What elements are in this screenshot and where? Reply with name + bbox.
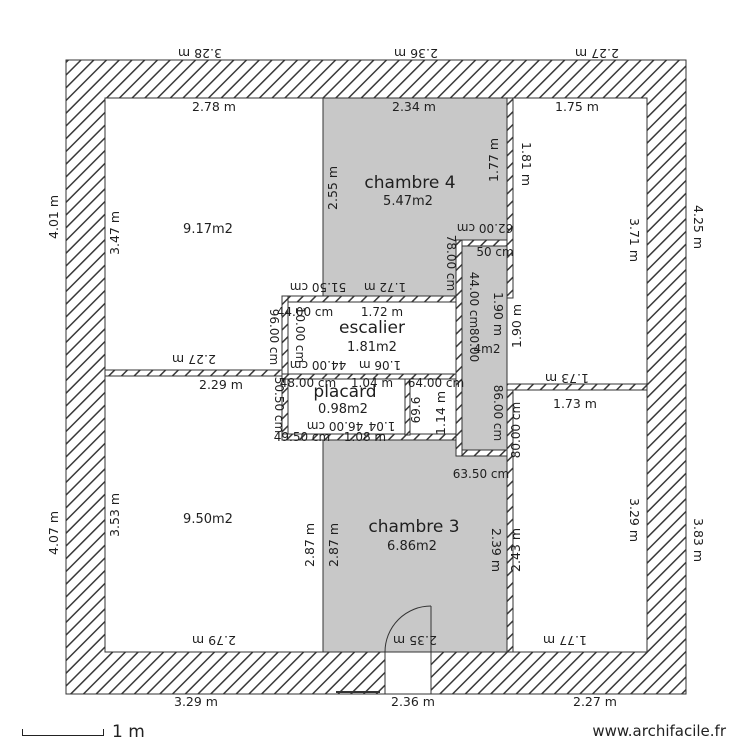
dim-cor-i: 80.00 cm [509, 402, 523, 458]
dim-cor-k: 50 cm [476, 245, 513, 259]
chambre-3-label: chambre 3 [368, 517, 459, 537]
chambre-3-floor [322, 439, 508, 653]
dim-esc-top: 1.72 m [364, 280, 406, 294]
dim-top-3: 2.27 m [575, 46, 619, 61]
dim-tr-top: 1.75 m [555, 99, 599, 114]
dim-esc-cm-b: 44.00 cm [277, 305, 333, 319]
dim-c4-right-b: 1.81 m [519, 142, 534, 186]
chambre-4-label: chambre 4 [364, 173, 455, 193]
dim-cor-h: 86.00 cm [491, 385, 505, 441]
dim-esc-top2: 1.72 m [361, 305, 403, 319]
escalier-floor [287, 301, 457, 375]
dim-c3-left-b: 2.87 m [326, 523, 341, 567]
dim-pl-left: 50.50 cm [272, 377, 286, 433]
dim-tl-bottom: 2.27 m [172, 352, 216, 367]
dim-c3-bottom: 2.35 m [393, 633, 437, 648]
dim-pl-bottom-b: 1.08 m [344, 430, 386, 444]
dim-esc-mid-e: 48.00 cm [280, 376, 336, 390]
placard-floor [287, 378, 406, 435]
dim-esc-mid-d: 64.00 cm [408, 376, 464, 390]
dim-c4-left: 2.55 m [325, 166, 340, 210]
dim-bl-bottom: 2.79 m [192, 633, 236, 648]
dim-br-bottom: 1.77 m [543, 633, 587, 648]
scale-bar [22, 729, 104, 736]
dim-esc-left-a: 96.00 cm [267, 309, 281, 365]
dim-bottom-1: 3.29 m [174, 694, 218, 709]
dim-c3-right-b: 2.43 m [508, 528, 523, 572]
dim-cor-e: 1.90 m [509, 304, 524, 348]
dim-esc-mid-a: 1.06 m [359, 358, 401, 372]
dim-pl-inner-b: 46.00 cm [307, 419, 363, 433]
dim-bl-top: 2.29 m [199, 377, 243, 392]
interior-walls [104, 97, 648, 653]
dim-cor-a: 62.00 cm [457, 221, 513, 235]
dim-esc-left-b: 10.00 cm [293, 307, 307, 363]
room-top-left-area: 9.17m2 [183, 222, 233, 237]
dim-esc-mid-c: 1.04 m [351, 376, 393, 390]
dim-br-right: 3.29 m [627, 498, 642, 542]
dim-right-1: 4.25 m [691, 205, 706, 249]
dim-c3-left-a: 2.87 m [302, 523, 317, 567]
placard-label: placard [313, 382, 376, 402]
dim-bottom-2: 2.36 m [391, 694, 435, 709]
dim-tl-top: 2.78 m [192, 99, 236, 114]
dim-right-2: 3.83 m [691, 518, 706, 562]
dim-tl-left: 3.47 m [107, 211, 122, 255]
placard-area: 0.98m2 [318, 402, 368, 417]
dim-cor-g: 1.14 m [433, 391, 448, 435]
dim-tr-bottom: 1.73 m [545, 371, 589, 386]
dim-esc-mid-b: 44.00 cm [290, 358, 346, 372]
room-bottom-left-area: 9.50m2 [183, 512, 233, 527]
door-swing [384, 605, 432, 653]
dim-cor-c: 44.00 cm [467, 272, 481, 328]
chambre-3-area: 6.86m2 [387, 539, 437, 554]
dim-pl-bottom-a: 49.50 cm [274, 430, 330, 444]
escalier-area: 1.81m2 [347, 340, 397, 355]
dim-bottom-3: 2.27 m [573, 694, 617, 709]
dim-tr-bottom2: 1.73 m [553, 396, 597, 411]
dim-c3-right-a: 2.39 m [489, 528, 504, 572]
dim-c4-right-a: 1.77 m [486, 138, 501, 182]
scale-label: 1 m [112, 722, 145, 742]
dim-cor-j: 63.50 cm [453, 467, 509, 481]
dim-bl-left: 3.53 m [107, 493, 122, 537]
dim-top-2: 2.36 m [394, 46, 438, 61]
dim-left-1: 4.01 m [46, 195, 61, 239]
credit-text[interactable]: www.archifacile.fr [592, 722, 726, 740]
dim-pl-inner-a: 1.04 [369, 419, 396, 433]
dim-cor-d: 1.90 m [491, 292, 506, 336]
dim-cor-f: 80.00 [467, 328, 481, 362]
dim-cor-b: 78.00 cm [444, 235, 458, 291]
dim-tr-right: 3.71 m [627, 218, 642, 262]
dim-cor-area: 4m2 [474, 342, 501, 356]
dim-c4-top: 2.34 m [392, 99, 436, 114]
chambre-4-area: 5.47m2 [383, 194, 433, 209]
dim-pl-right: 69.6 [409, 397, 423, 424]
door-opening [384, 651, 432, 695]
escalier-label: escalier [339, 318, 405, 338]
dim-esc-cm-a: 51.50 cm [290, 280, 346, 294]
dim-left-2: 4.07 m [46, 511, 61, 555]
dim-top-1: 3.28 m [178, 46, 222, 61]
